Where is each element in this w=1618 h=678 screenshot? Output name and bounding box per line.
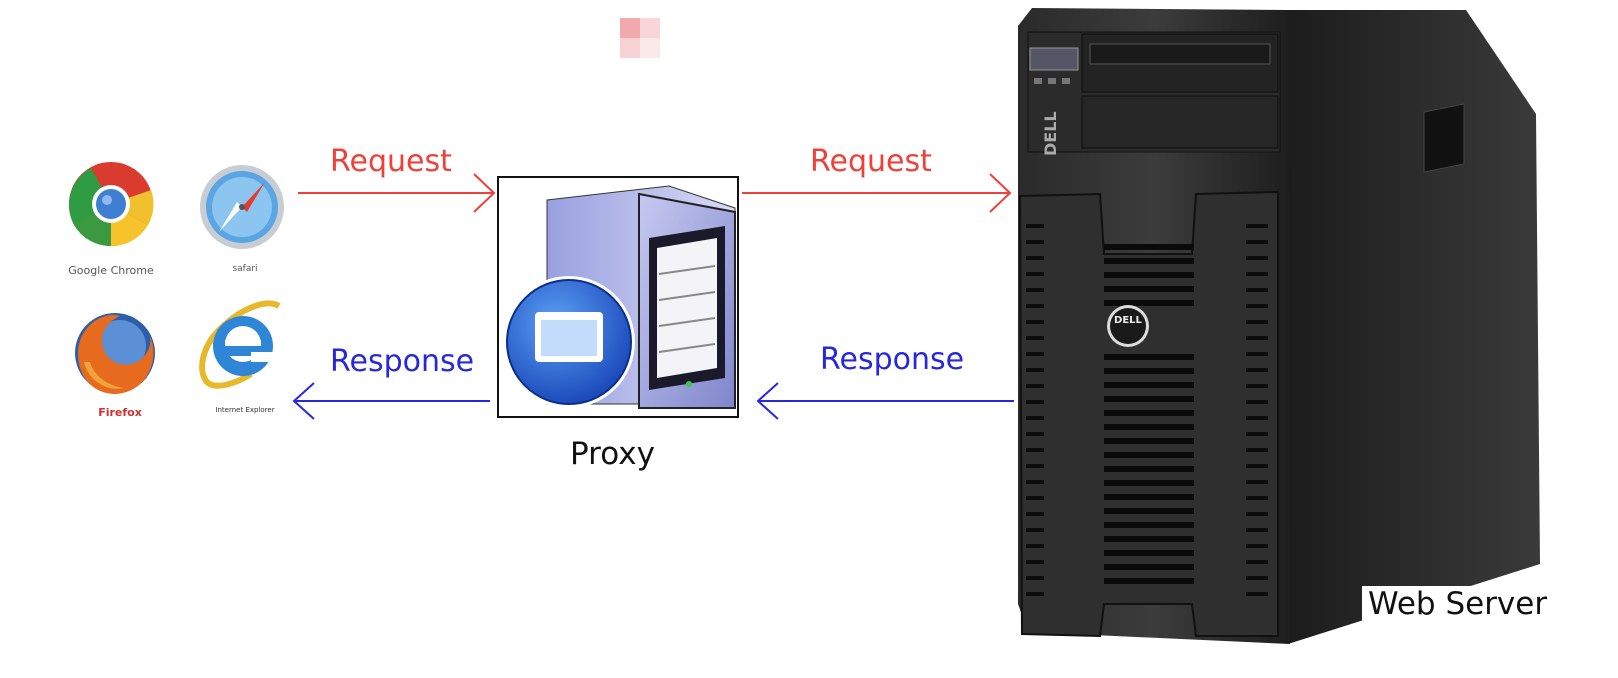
web-server-icon: DELL <box>1010 4 1550 650</box>
request-label-left: Request <box>330 144 452 179</box>
safari-label: safari <box>232 264 258 274</box>
proxy-label: Proxy <box>570 436 655 472</box>
chrome-label: Google Chrome <box>68 264 154 277</box>
chrome-icon <box>67 160 155 248</box>
web-server-label: Web Server <box>1362 586 1554 622</box>
firefox-label: Firefox <box>98 406 142 419</box>
dell-logo: DELL <box>1114 315 1142 326</box>
internet-explorer-label: Internet Explorer <box>215 406 275 414</box>
response-arrow-left <box>290 382 492 422</box>
svg-text:DELL: DELL <box>1041 111 1060 156</box>
firefox-icon <box>68 306 162 400</box>
request-arrow-right <box>740 172 1014 216</box>
safari-icon <box>197 162 287 252</box>
response-label-left: Response <box>330 344 475 379</box>
request-label-right: Request <box>810 144 932 179</box>
internet-explorer-icon <box>195 296 291 392</box>
response-label-right: Response <box>820 342 965 377</box>
request-arrow-left <box>296 172 498 216</box>
response-arrow-right <box>754 382 1016 422</box>
proxy-server-icon <box>497 176 739 418</box>
artifact-squares <box>620 18 660 58</box>
